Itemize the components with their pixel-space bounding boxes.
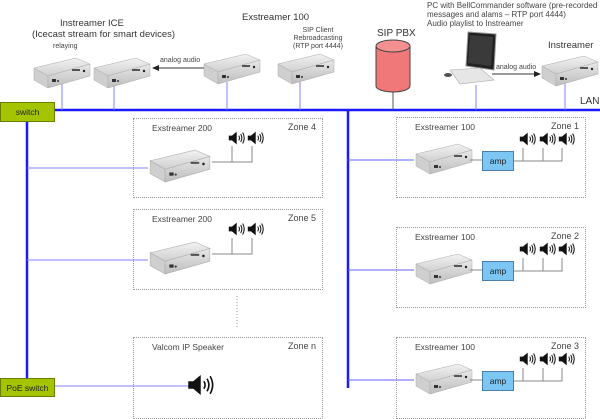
sip-client-line1: SIP Client bbox=[302, 27, 334, 34]
analog-audio-label-1: analog audio bbox=[160, 57, 201, 64]
zone-4-device-label: Exstreamer 200 bbox=[152, 123, 212, 133]
analog-audio-arrow-2 bbox=[534, 71, 541, 77]
poe-switch: PoE switch bbox=[0, 378, 55, 397]
zone-4-box: Exstreamer 200 Zone 4 bbox=[133, 118, 323, 198]
relaying-label: relaying bbox=[53, 43, 78, 50]
sip-pbx-cylinder-icon bbox=[375, 39, 411, 93]
pc-line1: PC with BellCommander software (pre-reco… bbox=[427, 1, 598, 10]
zone-3-label: Zone 3 bbox=[550, 341, 579, 351]
zone-3-speaker-icon-3 bbox=[558, 351, 577, 367]
zone-n-label: Zone n bbox=[287, 341, 316, 351]
switch: switch bbox=[0, 102, 55, 122]
zone-2-amp: amp bbox=[482, 261, 514, 281]
instreamer-ice-title: Instreamer ICE bbox=[60, 18, 124, 29]
zone-3-amp: amp bbox=[482, 371, 514, 391]
zone-1-box: Exstreamer 100 Zone 1 bbox=[396, 117, 586, 198]
zone-5-device-label: Exstreamer 200 bbox=[152, 214, 212, 224]
pc-line2: messages and alams – RTP port 4444) bbox=[427, 10, 566, 19]
zone-2-box: Exstreamer 100 Zone 2 bbox=[396, 227, 586, 308]
zone-4-label: Zone 4 bbox=[287, 122, 316, 132]
sip-client-line3: (RTP port 4444) bbox=[293, 43, 343, 50]
zone-1-amp: amp bbox=[482, 151, 514, 171]
zone-3-speaker-icon-1 bbox=[519, 351, 538, 367]
sip-client-label: SIP Client Rebroadcasting (RTP port 4444… bbox=[288, 27, 348, 51]
pc-line3: Audio playlist to Instreamer bbox=[427, 19, 524, 28]
sip-pbx-title: SIP PBX bbox=[377, 28, 416, 39]
analog-audio-label-2: analog audio bbox=[496, 64, 537, 71]
pc-computer-icon bbox=[444, 31, 497, 85]
zone-2-device-label: Exstreamer 100 bbox=[415, 232, 475, 242]
exstreamer-100-top-title: Exstreamer 100 bbox=[242, 12, 310, 23]
analog-audio-arrow-1 bbox=[152, 65, 159, 71]
zone-3-device-label: Exstreamer 100 bbox=[415, 342, 475, 352]
zone-2-label: Zone 2 bbox=[550, 231, 579, 241]
zone-n-device-label: Valcom IP Speaker bbox=[152, 342, 224, 352]
instreamer-ice-subtitle: (Icecast stream for smart devices) bbox=[32, 29, 176, 40]
pc-description: PC with BellCommander software (pre-reco… bbox=[427, 1, 597, 28]
zone-5-label: Zone 5 bbox=[287, 213, 316, 223]
zone-5-box: Exstreamer 200 Zone 5 bbox=[133, 209, 323, 290]
zone-3-speaker-icon-2 bbox=[539, 351, 558, 367]
sip-client-line2: Rebroadcasting bbox=[293, 35, 343, 42]
lan-label: LAN bbox=[580, 96, 600, 107]
zone-1-label: Zone 1 bbox=[550, 121, 579, 131]
instreamer-title: Instreamer bbox=[548, 40, 594, 51]
zone-1-device-label: Exstreamer 100 bbox=[415, 122, 475, 132]
